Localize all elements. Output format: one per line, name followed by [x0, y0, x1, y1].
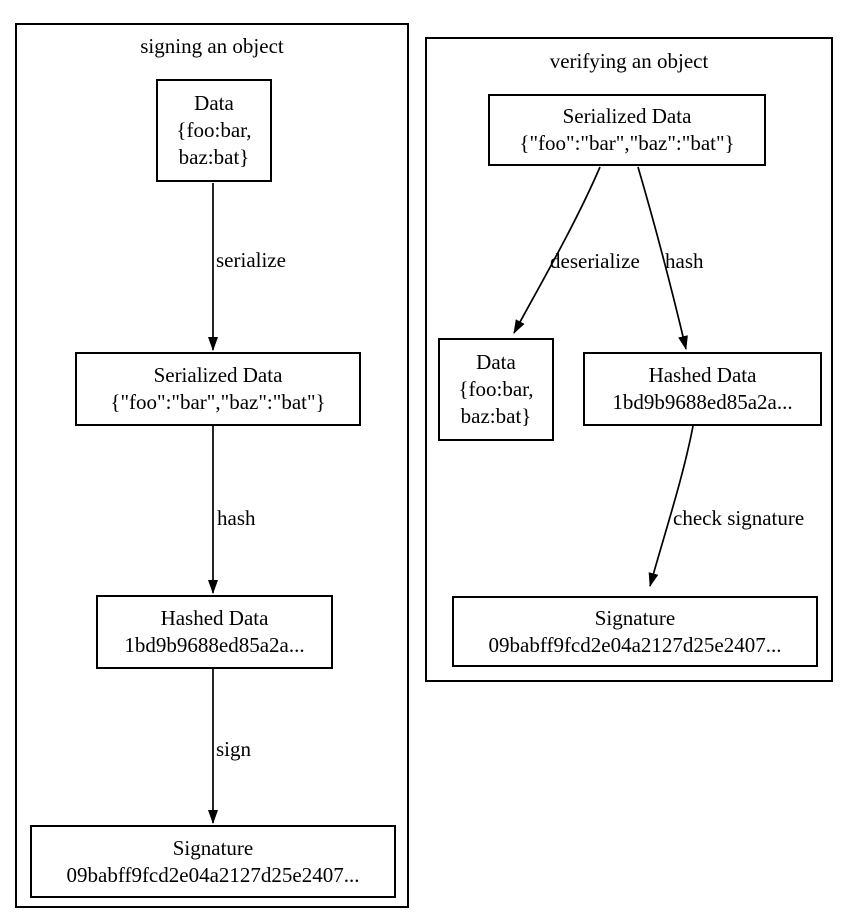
node-line: {foo:bar, — [176, 118, 252, 142]
edge-label-hash-verifying: hash — [665, 249, 704, 273]
node-serialized-data-verifying: Serialized Data {"foo":"bar","baz":"bat"… — [488, 94, 766, 166]
node-line: {foo:bar, — [458, 377, 534, 401]
node-line: Data — [194, 91, 234, 115]
edge-label-deserialize: deserialize — [550, 249, 640, 273]
node-signature-verifying: Signature 09babff9fcd2e04a2127d25e2407..… — [452, 596, 818, 667]
node-line: {"foo":"bar","baz":"bat"} — [519, 131, 735, 155]
node-hashed-data-signing: Hashed Data 1bd9b9688ed85a2a... — [96, 595, 333, 669]
node-line: Hashed Data — [648, 363, 757, 387]
node-line: Serialized Data — [562, 104, 692, 128]
node-line: Signature — [594, 605, 676, 630]
node-line: {"foo":"bar","baz":"bat"} — [110, 390, 326, 414]
node-line: 09babff9fcd2e04a2127d25e2407... — [66, 862, 360, 887]
node-line: baz:bat} — [178, 145, 250, 169]
verifying-cluster-border — [425, 37, 833, 682]
node-line: Serialized Data — [153, 363, 283, 387]
node-data-signing: Data {foo:bar, baz:bat} — [156, 79, 272, 182]
verifying-cluster-title: verifying an object — [549, 49, 709, 73]
node-data-verifying: Data {foo:bar, baz:bat} — [438, 338, 554, 441]
node-hashed-data-verifying: Hashed Data 1bd9b9688ed85a2a... — [583, 352, 822, 426]
node-line: Data — [476, 350, 516, 374]
edge-label-check-signature: check signature — [673, 506, 805, 530]
edge-label-sign: sign — [216, 737, 252, 761]
node-serialized-data-signing: Serialized Data {"foo":"bar","baz":"bat"… — [75, 352, 361, 426]
node-line: Hashed Data — [160, 606, 269, 630]
node-line: 09babff9fcd2e04a2127d25e2407... — [488, 632, 782, 657]
signing-cluster-border — [15, 23, 409, 908]
edge-label-serialize: serialize — [216, 248, 286, 272]
node-line: Signature — [172, 835, 254, 860]
node-line: 1bd9b9688ed85a2a... — [124, 633, 305, 657]
node-line: 1bd9b9688ed85a2a... — [612, 390, 793, 414]
edge-label-hash-signing: hash — [217, 506, 256, 530]
node-signature-signing: Signature 09babff9fcd2e04a2127d25e2407..… — [30, 825, 396, 898]
signing-cluster-title: signing an object — [140, 34, 284, 58]
node-line: baz:bat} — [460, 404, 532, 428]
